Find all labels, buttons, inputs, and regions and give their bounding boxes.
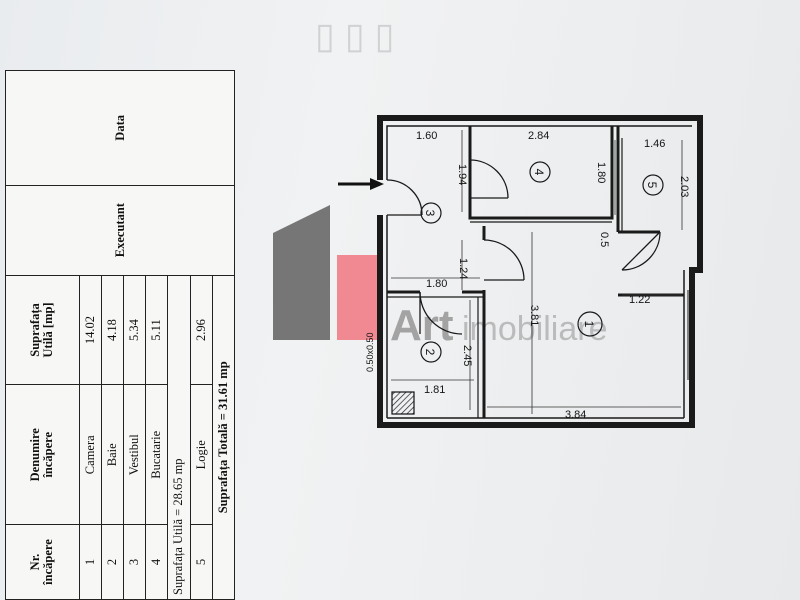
dim-2-45: 2.45: [461, 345, 473, 366]
dim-1-94: 1.94: [456, 164, 468, 185]
duct-dimension: 0.50x0.50: [365, 332, 375, 372]
room-marker-2: [420, 341, 442, 363]
dim-2-03: 2.03: [678, 176, 690, 197]
room-number: 1: [582, 321, 596, 328]
logo-text: Art: [390, 301, 454, 350]
room-marker-5: [642, 174, 664, 196]
room-marker-1: [577, 311, 603, 337]
dimension-labels: 1.60 2.84 1.46 1.94 1.80 2.03 0.5 1.24 1…: [416, 130, 690, 421]
outer-walls: [377, 115, 703, 428]
room-number: 2: [423, 349, 437, 356]
dim-1-22: 1.22: [629, 294, 650, 306]
dim-3-84: 3.84: [565, 409, 586, 421]
room-number: 3: [423, 210, 437, 217]
room-numbers: 3 4 5 1 2: [423, 169, 659, 356]
dim-1-80-hall: 1.80: [426, 278, 447, 290]
dim-1-80-kitchen: 1.80: [595, 162, 607, 183]
entry-arrow-icon: [338, 178, 384, 190]
room-marker-3: [420, 202, 442, 224]
dim-1-24: 1.24: [457, 258, 469, 279]
dim-3-81: 3.81: [528, 305, 540, 326]
dimension-lines: [391, 130, 683, 414]
room-number: 4: [532, 169, 546, 176]
dim-1-60: 1.60: [416, 130, 437, 142]
room-marker-4: [529, 161, 551, 183]
room-markers: [420, 161, 664, 363]
agency-logo: Art imobiliare: [273, 205, 608, 350]
dim-1-81: 1.81: [424, 384, 445, 396]
dim-0-5: 0.5: [598, 232, 610, 247]
dim-1-46: 1.46: [644, 138, 665, 150]
background-watermark: ▯ ▯ ▯: [315, 15, 395, 56]
logo-suffix: imobiliare: [462, 310, 608, 348]
dim-2-84: 2.84: [528, 130, 549, 142]
room-number: 5: [645, 182, 659, 189]
ventilation-duct: [391, 391, 415, 415]
